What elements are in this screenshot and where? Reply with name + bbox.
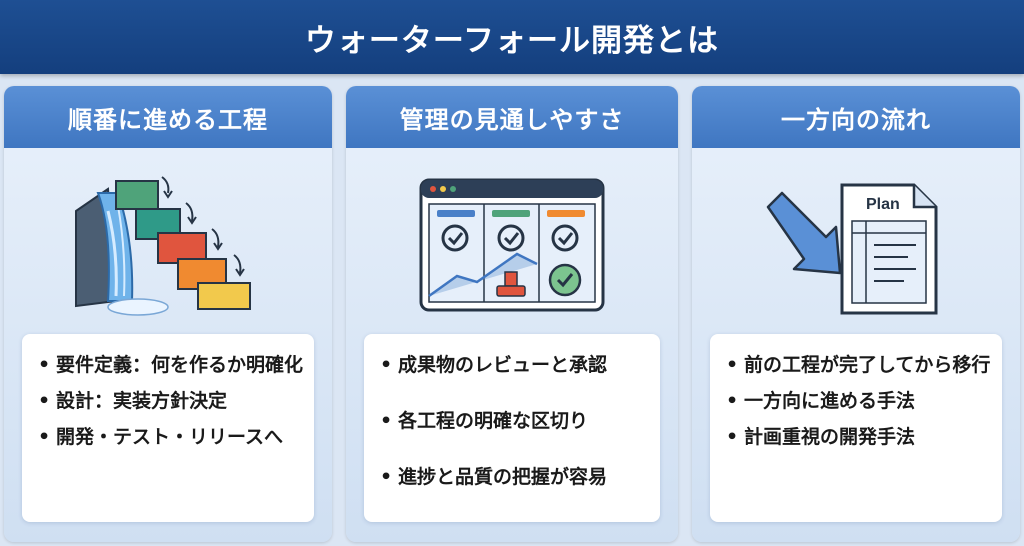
bullet-item: 開発・テスト・リリースへ bbox=[36, 422, 304, 452]
panel-heading: 管理の見通しやすさ bbox=[399, 105, 625, 134]
bullet-item: 進捗と品質の把握が容易 bbox=[378, 462, 650, 492]
bullet-list: 前の工程が完了してから移行 一方向に進める手法 計画重視の開発手法 bbox=[724, 350, 992, 452]
page-title: ウォーターフォール開発とは bbox=[304, 22, 720, 59]
panel-heading: 一方向の流れ bbox=[781, 105, 931, 134]
panel-heading-bar: 管理の見通しやすさ bbox=[346, 86, 678, 148]
panel-heading: 順番に進める工程 bbox=[68, 105, 268, 134]
management-board-icon bbox=[346, 166, 678, 326]
panel-management: 管理の見通しやすさ bbox=[346, 86, 678, 542]
bullet-item: 一方向に進める手法 bbox=[724, 386, 992, 416]
panel-sequential: 順番に進める工程 bbox=[4, 86, 332, 542]
bullet-item: 計画重視の開発手法 bbox=[724, 422, 992, 452]
bullet-card: 前の工程が完了してから移行 一方向に進める手法 計画重視の開発手法 bbox=[710, 334, 1002, 522]
bullet-item: 設計：実装方針決定 bbox=[36, 386, 304, 416]
panel-heading-bar: 一方向の流れ bbox=[692, 86, 1020, 148]
bullet-list: 成果物のレビューと承認 各工程の明確な区切り 進捗と品質の把握が容易 bbox=[378, 350, 650, 492]
document-label: Plan bbox=[866, 196, 900, 213]
bullet-card: 成果物のレビューと承認 各工程の明確な区切り 進捗と品質の把握が容易 bbox=[364, 334, 660, 522]
bullet-list: 要件定義：何を作るか明確化 設計：実装方針決定 開発・テスト・リリースへ bbox=[36, 350, 304, 452]
bullet-item: 要件定義：何を作るか明確化 bbox=[36, 350, 304, 380]
bullet-item: 成果物のレビューと承認 bbox=[378, 350, 650, 380]
bullet-card: 要件定義：何を作るか明確化 設計：実装方針決定 開発・テスト・リリースへ bbox=[22, 334, 314, 522]
panel-one-direction: 一方向の流れ Plan 前の工程が完了してから移行 一方向に進める手法 計画重視… bbox=[692, 86, 1020, 542]
bullet-item: 各工程の明確な区切り bbox=[378, 406, 650, 436]
title-bar: ウォーターフォール開発とは bbox=[0, 0, 1024, 74]
plan-document-icon: Plan bbox=[692, 166, 1020, 326]
bullet-item: 前の工程が完了してから移行 bbox=[724, 350, 992, 380]
panel-heading-bar: 順番に進める工程 bbox=[4, 86, 332, 148]
waterfall-steps-icon bbox=[4, 166, 332, 326]
